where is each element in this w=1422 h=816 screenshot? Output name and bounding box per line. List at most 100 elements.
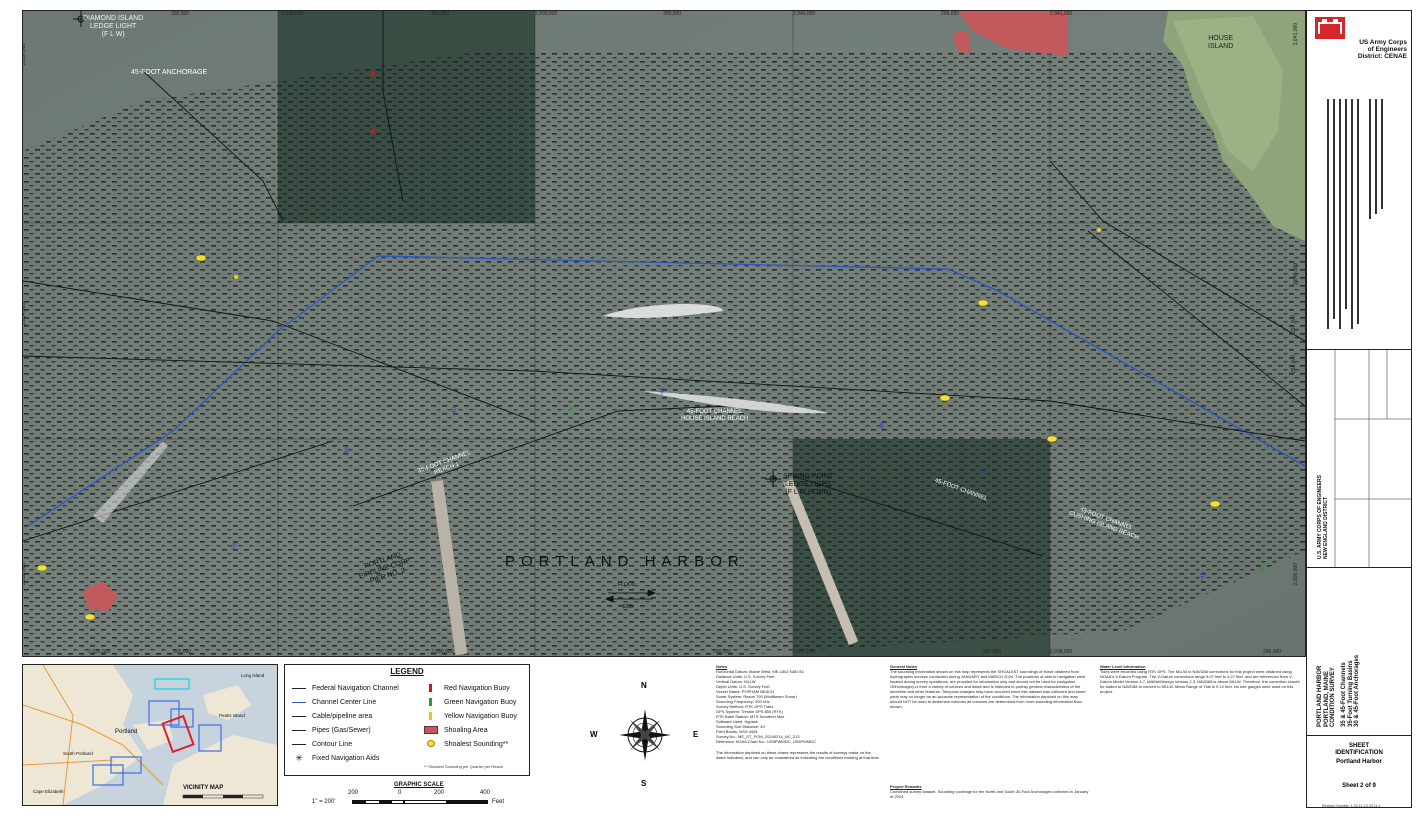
sheet-number: Sheet 2 of 9 — [1342, 783, 1376, 789]
fixed-nav-aid-icon: ✳ — [295, 753, 303, 763]
water-level-header: Water Level Information — [1100, 664, 1146, 669]
survey-map[interactable]: -40 -45 -45 -35 -35 -45 -45 DIAMOND ISLA… — [22, 10, 1306, 657]
disclaimer-text-block — [1327, 99, 1383, 329]
vicinity-place-south-portland: South Portland — [63, 751, 93, 756]
yellow-navigation-buoy — [1097, 228, 1101, 232]
anchorage-label: 45-FOOT ANCHORAGE — [131, 69, 208, 76]
top-coordinate-label: 299,000 — [941, 11, 960, 17]
scale-tick-200: 200 — [434, 790, 445, 796]
vicinity-place-peaks: Peaks Island — [219, 713, 245, 718]
map-canvas: -40 -45 -45 -35 -35 -45 -45 — [23, 11, 1305, 656]
legend: LEGEND Federal Navigation Channel Channe… — [284, 664, 530, 810]
green-buoy-icon — [429, 698, 432, 706]
green-navigation-buoy — [1261, 567, 1265, 571]
notes: Notes Horizontal Datum: Maine West, ME-1… — [716, 664, 881, 760]
legend-yellow-buoy: Yellow Navigation Buoy — [424, 712, 517, 720]
project-detail: 35 & 45-Foot Channels 35-Foot Turning Ba… — [1341, 654, 1360, 727]
notes-line: Survey No.: ME_ST_POM_20240214_NC_213 — [716, 734, 800, 739]
project-remarks-text: Combined survey dataset. Sounding covera… — [890, 789, 1089, 799]
pipeline-pier — [431, 480, 468, 656]
notes-line: Sonar System: Reson T50 (Multibeam Sonar… — [716, 694, 797, 699]
right-coordinate-label: 298,000 — [1291, 354, 1298, 374]
compass-e: E — [693, 730, 699, 739]
red-buoy-icon — [429, 684, 432, 692]
legend-shoaling-area: Shoaling Area — [424, 726, 488, 734]
vicinity-place-cape: Cape Elizabeth — [33, 789, 64, 794]
ebb-label: EBB — [623, 604, 634, 610]
shoaling-area-1 — [958, 11, 1068, 56]
right-coordinate-label: 2,840,000 — [1293, 262, 1300, 286]
spring-point-breakwater — [783, 479, 859, 646]
notes-line: GPS System: Trimble SPS 855 (RTK) — [716, 709, 783, 714]
svg-text:-45: -45 — [659, 386, 667, 396]
svg-text:-40: -40 — [451, 406, 459, 416]
svg-text:-45: -45 — [879, 421, 887, 431]
project-remarks-header: Project Remarks — [890, 784, 922, 789]
shoalest-sounding-icon — [427, 740, 435, 747]
top-coordinate-label: 2,940,000 — [793, 11, 816, 17]
notes-line: RTK Base Station: MTS Smartnet Max — [716, 714, 785, 719]
legend-green-buoy: Green Navigation Buoy — [424, 698, 516, 706]
left-coordinate-label: 2,834,000 — [22, 302, 28, 326]
title-block: US Army Corps of Engineers District: CEN… — [1306, 10, 1412, 808]
yellow-navigation-buoy — [234, 275, 238, 279]
fixed-navigation-aid-icon — [73, 11, 781, 487]
notes-line: Horizontal Datum: Maine West, ME-1802 NA… — [716, 669, 804, 674]
org-name: US Army Corps of Engineers District: CEN… — [1357, 39, 1407, 60]
yellow-buoy-icon — [429, 712, 432, 720]
vicinity-map[interactable]: Portland Peaks Island Long Island South … — [22, 664, 278, 806]
top-coordinate-label: 2,939,000 — [535, 11, 558, 17]
scale-unit: Feet — [492, 799, 505, 805]
boat-wake-1 — [603, 304, 723, 319]
svg-text:-35: -35 — [230, 541, 240, 552]
left-coordinate-label: 301,000 — [22, 504, 26, 524]
legend-pipes: Pipes (Gas/Sewer) — [292, 726, 371, 734]
general-notes-text: The sounding information shown on this m… — [890, 669, 1086, 709]
scale-ratio: 1" = 200' — [312, 799, 336, 805]
notes-line: Software Used: Hypack — [716, 719, 758, 724]
sheet-id-value: Portland Harbor — [1336, 759, 1382, 765]
org-section: US Army Corps of Engineers District: CEN… — [1307, 11, 1411, 70]
compass-w: W — [590, 730, 598, 739]
top-coordinate-label: 2,941,000 — [1050, 11, 1073, 17]
sheet-id-section: SHEET IDENTIFICATION Portland Harbor She… — [1307, 735, 1411, 807]
legend-shoalest-sounding: Shoalest Sounding** — [424, 740, 508, 748]
diamond-island-light-label: DIAMOND ISLAND LEDGE LIGHT (F L W) — [83, 15, 144, 38]
disclaimer-section — [1307, 69, 1411, 350]
bottom-coordinate-label: 296,000 — [1263, 649, 1282, 655]
notes-header: Notes — [716, 664, 728, 669]
scale-tick-400: 400 — [480, 790, 491, 796]
sheet-id-label: SHEET IDENTIFICATION — [1335, 743, 1383, 756]
scale-bar-left — [352, 800, 404, 804]
water-level-text: Tides were recorded using RTK GPS. The M… — [1100, 669, 1300, 694]
green-navigation-buoy — [569, 407, 573, 411]
project-title: PORTLAND HARBOR PORTLAND, MAINE CONDITIO… — [1317, 665, 1336, 727]
legend-federal-channel: Federal Navigation Channel — [292, 684, 399, 692]
water-level-info: Water Level Information Tides were recor… — [1100, 664, 1300, 694]
bottom-coordinate-label: 298,000 — [713, 649, 732, 655]
compass-n: N — [641, 681, 647, 690]
svg-text:-35: -35 — [344, 446, 352, 456]
vicinity-map-canvas — [23, 665, 277, 805]
scale-bar-right — [404, 800, 488, 804]
right-coordinate-label: 297,000 — [1291, 314, 1298, 334]
flood-ebb-arrows — [604, 589, 657, 603]
legend-red-buoy: Red Navigation Buoy — [424, 684, 510, 692]
notes-footer: The information depicted on these charts… — [716, 750, 880, 760]
bottom-coordinate-label: 2,936,000 — [431, 649, 454, 655]
general-notes-header: General Notes — [890, 664, 918, 669]
shoalest-soundings — [36, 254, 1221, 621]
notes-line: Vessel Name: POPHAM BEACH — [716, 689, 775, 694]
notes-line: Vertical Datum: MLLW — [716, 679, 756, 684]
soundings-area — [23, 51, 1305, 656]
contour-labels: -40 -45 -45 -35 -35 -45 -45 — [230, 386, 1208, 581]
revision-number: Revision Number: 1.03.11.1.0.03.11.1 — [1322, 804, 1381, 808]
shoaling-area-2 — [83, 581, 118, 611]
notes-line: Distance Units: U.S. Survey Feet — [716, 674, 775, 679]
project-section: PORTLAND HARBOR PORTLAND, MAINE CONDITIO… — [1307, 567, 1411, 736]
svg-text:-45: -45 — [979, 466, 988, 477]
right-coordinate-label: 2,841,000 — [1293, 22, 1300, 46]
project-remarks: Project Remarks Combined survey dataset.… — [890, 784, 1090, 799]
designer-section: U.S. ARMY CORPS OF ENGINEERS NEW ENGLAND… — [1307, 349, 1411, 568]
